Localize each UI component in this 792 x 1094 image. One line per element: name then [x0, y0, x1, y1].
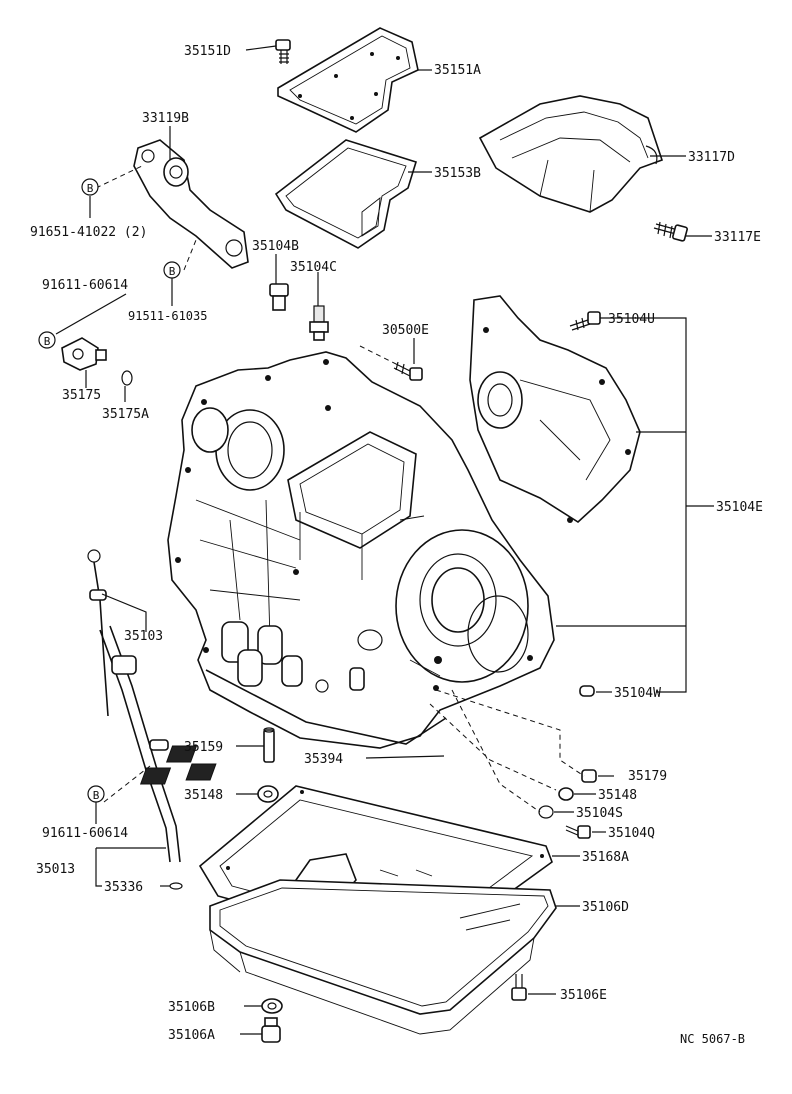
extension-housing [469, 295, 641, 524]
o-ring-35175a [121, 370, 133, 386]
label-35104c: 35104C [290, 260, 337, 275]
badge-b-91511-label: B [169, 265, 176, 278]
label-35175a: 35175A [102, 407, 149, 422]
badge-b-91611-upper-label: B [44, 335, 51, 348]
label-35148-left: 35148 [184, 788, 223, 803]
transaxle-case-main [167, 351, 555, 749]
diagram-code: NC 5067-B [680, 1032, 745, 1046]
sensor-35104c [309, 305, 329, 341]
heat-shield-33117d [478, 95, 664, 213]
label-35103: 35103 [124, 629, 163, 644]
bolt-30500e [393, 361, 423, 381]
leader-lines [55, 45, 714, 1035]
label-35168a: 35168A [582, 850, 629, 865]
label-35106a: 35106A [168, 1028, 215, 1043]
label-35104u: 35104U [608, 312, 655, 327]
washer-35106b [261, 998, 283, 1014]
speed-sensor-35175 [61, 337, 107, 371]
plug-35104w [579, 685, 595, 697]
bracket-33119b [133, 139, 249, 269]
label-91511: 91511-61035 [128, 309, 207, 323]
plug-35104b [269, 283, 289, 311]
seal-35148-right [558, 787, 574, 801]
label-35153b: 35153B [434, 166, 481, 181]
cover-gasket [274, 139, 417, 249]
label-91611-lower: 91611-60614 [42, 826, 128, 841]
badge-b-91611-upper: B [38, 331, 56, 349]
label-35394: 35394 [304, 752, 343, 767]
label-35106d: 35106D [582, 900, 629, 915]
label-35159: 35159 [184, 740, 223, 755]
cover-bolt-35151d [275, 39, 291, 64]
label-33117d: 33117D [688, 150, 735, 165]
label-91611-upper: 91611-60614 [42, 278, 128, 293]
oil-pan-35106d [209, 879, 557, 1035]
label-35179: 35179 [628, 769, 667, 784]
label-33119b: 33119B [142, 111, 189, 126]
o-ring-35104s [538, 805, 554, 819]
badge-b-91651: B [81, 178, 99, 196]
label-35106e: 35106E [560, 988, 607, 1003]
magnets-35394 [139, 745, 217, 785]
bolt-35104q [565, 825, 591, 839]
label-35151a: 35151A [434, 63, 481, 78]
label-35104e: 35104E [716, 500, 763, 515]
drain-bolt-35106e [511, 974, 527, 1001]
label-35104b: 35104B [252, 239, 299, 254]
o-ring-35336 [169, 882, 183, 890]
label-35106b: 35106B [168, 1000, 215, 1015]
drain-plug-35106a [261, 1017, 281, 1043]
badge-b-91611-lower-label: B [93, 789, 100, 802]
label-35175: 35175 [62, 388, 101, 403]
shield-bolt-33117e [653, 221, 688, 242]
badge-b-91651-label: B [87, 182, 94, 195]
label-35013: 35013 [36, 862, 75, 877]
pin-35159 [263, 727, 275, 763]
bolt-35104u [569, 311, 601, 331]
label-35104q: 35104Q [608, 826, 655, 841]
label-35148-right: 35148 [598, 788, 637, 803]
dipstick-35103 [87, 549, 109, 717]
seal-35148-left [257, 785, 279, 803]
badge-b-91511: B [163, 261, 181, 279]
plug-35179 [581, 769, 597, 783]
label-35336: 35336 [104, 880, 143, 895]
label-35151d: 35151D [184, 44, 231, 59]
label-30500e: 30500E [382, 323, 429, 338]
case-cover-plate [277, 27, 419, 133]
badge-b-91611-lower: B [87, 785, 105, 803]
label-35104w: 35104W [614, 686, 661, 701]
label-33117e: 33117E [714, 230, 761, 245]
label-91651: 91651-41022 (2) [30, 225, 147, 240]
label-35104s: 35104S [576, 806, 623, 821]
